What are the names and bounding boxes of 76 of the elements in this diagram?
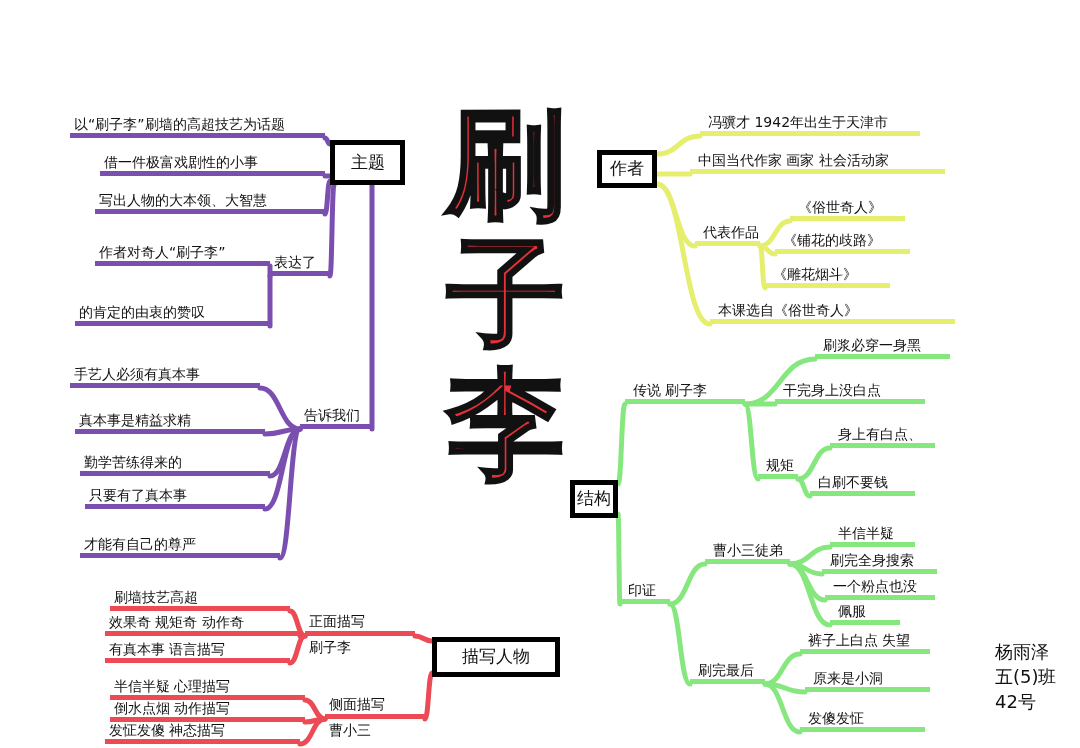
- branch-line: [322, 178, 333, 217]
- branch-label: 只要有了真本事: [85, 483, 265, 509]
- branch-label: 告诉我们: [300, 405, 372, 429]
- branch-label: 侧面描写: [325, 695, 425, 719]
- branch-line: [422, 670, 435, 722]
- branch-line: [654, 181, 713, 327]
- branch-label: 传说 刷子李: [625, 380, 745, 404]
- branch-label: 曹小三: [328, 721, 372, 740]
- branch-line: [667, 561, 708, 607]
- branch-label: 裤子上白点 失望: [800, 630, 930, 654]
- topic-box: 结构: [570, 480, 618, 518]
- branch-label: 才能有自己的尊严: [80, 532, 280, 558]
- branch-line: [327, 182, 337, 279]
- branch-label: 干完身上没白点: [775, 378, 925, 404]
- branch-line: [795, 476, 813, 499]
- branch-label: 真本事是精益求精: [75, 408, 265, 434]
- branch-label: 印证: [620, 580, 670, 604]
- topic-box: 主题: [330, 140, 405, 185]
- branch-label: 发傻发怔: [800, 708, 925, 732]
- branch-line: [322, 135, 333, 147]
- branch-label: 刷完全身搜索: [822, 552, 937, 574]
- topic-box: 作者: [597, 150, 657, 188]
- branch-label: 一个粉点也没: [825, 578, 935, 600]
- branch-label: 半信半疑 心理描写: [110, 678, 305, 700]
- branch-label: 白刷不要钱: [810, 470, 915, 496]
- branch-label: 刷墙技艺高超: [110, 585, 290, 611]
- branch-label: 半信半疑: [830, 525, 915, 547]
- author-note: 杨雨泽: [995, 640, 1049, 664]
- branch-label: 倒水点烟 动作描写: [110, 700, 305, 722]
- branch-label: 作者对奇人“刷子李”: [95, 240, 270, 266]
- branch-label: 原来是小洞: [805, 668, 930, 692]
- branch-label: 以“刷子李”刷墙的高超技艺为话题: [70, 112, 325, 138]
- branch-line: [297, 716, 328, 747]
- branch-line: [757, 243, 768, 291]
- branch-label: 效果奇 规矩奇 动作奇: [105, 610, 300, 636]
- branch-label: 勤学苦练得来的: [80, 450, 270, 476]
- branch-line: [267, 273, 273, 329]
- branch-label: 身上有白点、: [830, 422, 935, 448]
- branch-line: [615, 511, 623, 607]
- topic-box: 描写人物: [432, 637, 560, 677]
- branch-label: 写出人物的大本领、大智慧: [95, 188, 325, 214]
- branch-label: 规矩: [758, 455, 798, 479]
- branch-line: [654, 133, 703, 157]
- author-note: 五(5)班: [995, 665, 1057, 689]
- branch-label: 刷完最后: [690, 660, 765, 684]
- branch-label: 《雕花烟斗》: [765, 262, 890, 288]
- author-note: 42号: [995, 690, 1036, 714]
- branch-label: 《俗世奇人》: [790, 195, 905, 221]
- branch-line: [277, 426, 303, 561]
- branch-label: 手艺人必须有真本事: [70, 362, 260, 388]
- branch-line: [795, 445, 833, 482]
- branch-label: 本课选自《俗世奇人》: [710, 298, 955, 324]
- branch-label: 的肯定的由衷的赞叹: [75, 300, 270, 326]
- branch-label: 《铺花的歧路》: [775, 228, 910, 254]
- branch-label: 刷子李: [308, 638, 352, 657]
- branch-label: 佩服: [830, 603, 900, 625]
- branch-label: 曹小三徒弟: [705, 540, 790, 564]
- branch-line: [742, 401, 761, 482]
- branch-line: [762, 681, 803, 735]
- branch-line: [787, 544, 833, 567]
- branch-label: 有真本事 语言描写: [105, 637, 290, 663]
- branch-label: 冯骥才 1942年出生于天津市: [700, 110, 920, 136]
- branch-label: 中国当代作家 画家 社会活动家: [690, 148, 945, 174]
- branch-label: 代表作品: [695, 222, 760, 246]
- branch-line: [667, 601, 693, 687]
- branch-line: [287, 633, 308, 666]
- branch-line: [615, 401, 628, 487]
- branch-line: [787, 561, 833, 628]
- branch-label: 表达了: [270, 252, 330, 276]
- title: 刷子李: [447, 100, 565, 490]
- branch-label: 正面描写: [305, 612, 415, 636]
- branch-line: [757, 218, 793, 249]
- branch-label: 发怔发傻 神态描写: [105, 722, 300, 744]
- branch-label: 刷浆必穿一身黑: [815, 333, 950, 359]
- branch-label: 借一件极富戏剧性的小事: [100, 150, 325, 176]
- branch-line: [412, 633, 435, 644]
